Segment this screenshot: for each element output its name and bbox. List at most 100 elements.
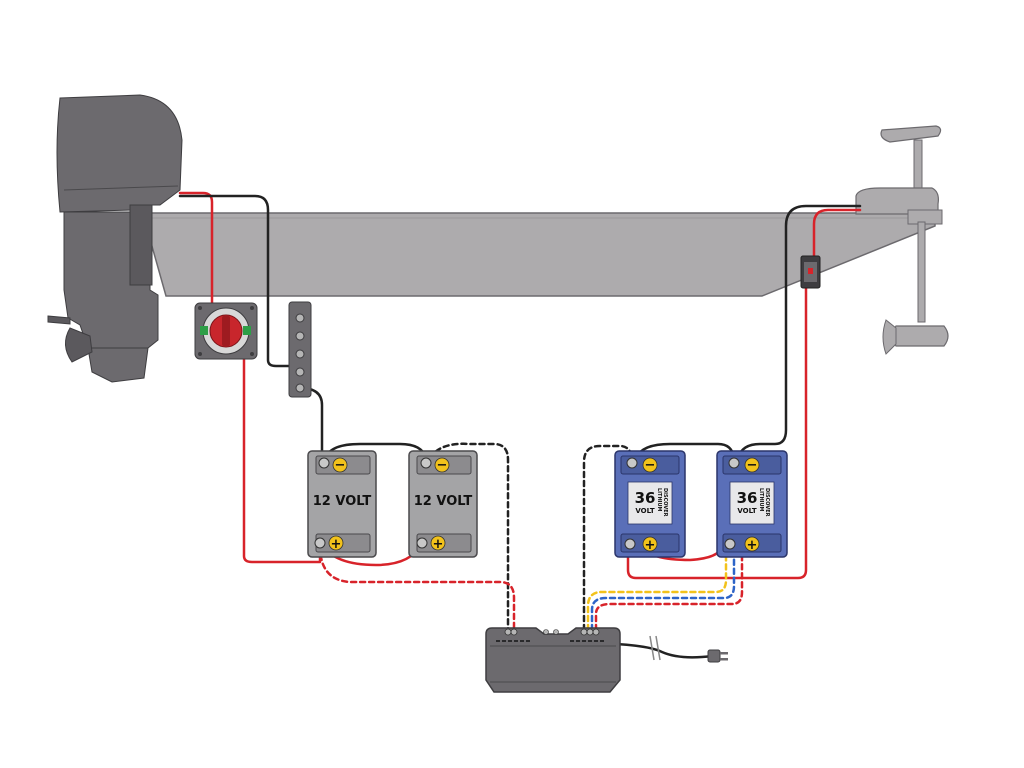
negative-symbol: −: [437, 458, 448, 473]
battery-voltage-label: 12 VOLT: [414, 494, 473, 509]
wire-charger-lithium-red: [594, 544, 744, 632]
wire-charger-lithium-yellow: [586, 544, 728, 632]
positive-symbol-circle: [430, 535, 446, 551]
battery-voltage-label: 12 VOLT: [313, 494, 372, 509]
negative-symbol-circle: [434, 457, 450, 473]
wire-trolling-positive: [812, 208, 862, 260]
battery-charger: [485, 627, 621, 693]
battery-switch-screw-br: [250, 352, 254, 356]
bus-bar-terminal: [295, 383, 305, 393]
charger-output-port: [510, 628, 518, 636]
charger-indicator-light: [553, 629, 559, 635]
negative-terminal: [728, 457, 740, 469]
negative-symbol: −: [747, 458, 758, 473]
battery-brand-line2: LITHIUM: [758, 488, 764, 512]
cord-break-mark: [649, 635, 655, 661]
battery-switch-screw-tl: [198, 306, 202, 310]
negative-terminal: [420, 457, 432, 469]
battery-switch-knob-grip: [222, 316, 230, 346]
positive-terminal: [314, 537, 326, 549]
battery-switch-screw-tr: [250, 306, 254, 310]
outboard-transom-bracket: [129, 204, 153, 286]
positive-terminal: [624, 538, 636, 550]
wire-breaker-to-battery-positive: [626, 284, 808, 580]
trolling-motor-head: [855, 187, 939, 215]
ac-plug-body: [707, 649, 721, 663]
negative-symbol: −: [645, 458, 656, 473]
wire-outboard-negative: [178, 194, 298, 368]
bus-bar-terminal: [295, 367, 305, 377]
ac-plug-icon: [707, 649, 728, 663]
positive-symbol-circle: [328, 535, 344, 551]
battery-switch-screw-bl: [198, 352, 202, 356]
wire-trolling-negative: [736, 204, 862, 460]
battery-switch: [194, 302, 258, 360]
battery-label-panel: [729, 481, 775, 525]
battery-voltage-number: 36: [737, 489, 758, 507]
outboard-cowl-line: [63, 185, 179, 191]
battery-brand-line1: DISCOVER: [662, 488, 668, 517]
charger-output-port: [504, 628, 512, 636]
outboard-motor: [47, 94, 183, 383]
positive-symbol: +: [747, 538, 758, 553]
positive-symbol: +: [331, 537, 342, 552]
circuit-breaker-indicator: [808, 268, 813, 274]
cord-break-mark: [655, 635, 661, 661]
wire-busbar-to-battery-negative: [298, 386, 324, 460]
lead-acid-battery-2: − 12 VOLT +: [408, 450, 478, 558]
battery-voltage-unit: VOLT: [635, 507, 655, 515]
charger-output-port: [586, 628, 594, 636]
charger-indicator-light: [543, 629, 549, 635]
bus-bar: [288, 301, 312, 398]
battery-switch-indicator-left: [200, 326, 208, 335]
charger-output-port: [592, 628, 600, 636]
battery-voltage-number: 36: [635, 489, 656, 507]
lithium-battery-2: − 36 VOLT DISCOVER LITHIUM +: [716, 450, 788, 558]
charger-body: [485, 627, 621, 693]
positive-symbol-circle: [642, 536, 658, 552]
negative-symbol: −: [335, 458, 346, 473]
positive-symbol-circle: [744, 536, 760, 552]
positive-terminal: [724, 538, 736, 550]
wire-charger-lead-positive: [318, 544, 516, 632]
charger-output-port: [580, 628, 588, 636]
battery-brand-line2: LITHIUM: [656, 488, 662, 512]
trolling-motor-lower-unit: [891, 325, 949, 347]
positive-symbol: +: [433, 537, 444, 552]
negative-terminal: [626, 457, 638, 469]
bus-bar-terminal: [295, 349, 305, 359]
battery-case: [408, 450, 478, 558]
ac-plug-prong: [720, 652, 728, 655]
trolling-motor-handle: [880, 125, 942, 143]
wire-charger-lithium-blue: [590, 544, 736, 632]
wire-charger-lead-negative: [428, 442, 510, 632]
circuit-breaker: [800, 255, 821, 289]
wire-switch-to-battery-positive: [242, 356, 322, 564]
outboard-cowling: [56, 94, 183, 213]
negative-symbol-circle: [332, 457, 348, 473]
outboard-propeller: [47, 315, 93, 363]
negative-symbol-circle: [642, 457, 658, 473]
bus-bar-terminal: [295, 313, 305, 323]
lithium-battery-1: − 36 VOLT DISCOVER LITHIUM +: [614, 450, 686, 558]
trolling-motor-prop: [882, 319, 897, 355]
battery-case: [307, 450, 377, 558]
trolling-motor: [855, 125, 949, 355]
outboard-lower-unit: [87, 347, 149, 383]
battery-switch-indicator-right: [243, 326, 251, 335]
positive-symbol: +: [645, 538, 656, 553]
negative-terminal: [318, 457, 330, 469]
ac-plug-prong: [720, 658, 728, 661]
battery-label-panel: [627, 481, 673, 525]
lead-acid-battery-1: − 12 VOLT +: [307, 450, 377, 558]
trolling-motor-shaft-upper: [913, 139, 923, 191]
battery-brand-line1: DISCOVER: [764, 488, 770, 517]
battery-voltage-unit: VOLT: [737, 507, 757, 515]
bus-bar-terminal: [295, 331, 305, 341]
trolling-motor-shaft: [917, 221, 926, 323]
positive-terminal: [416, 537, 428, 549]
negative-symbol-circle: [744, 457, 760, 473]
wire-ac-cord: [614, 642, 714, 659]
